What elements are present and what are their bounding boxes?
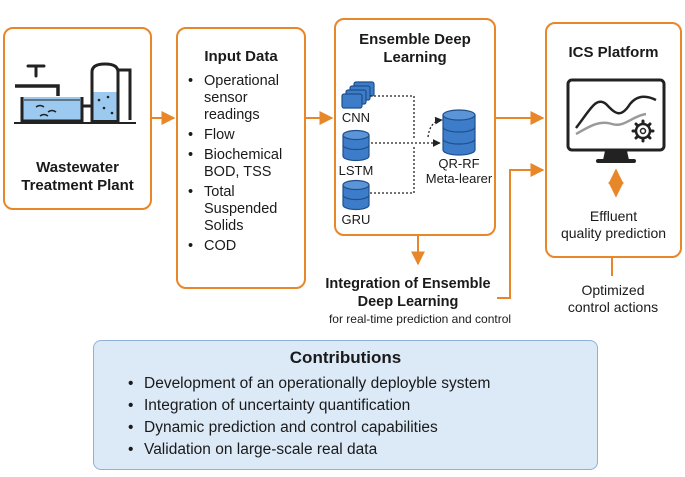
meta-learner-label-line2: Meta-learer	[425, 171, 493, 186]
integration-title: Integration of Ensemble Deep Learning	[318, 275, 498, 311]
wwtp-label-line1: Wastewater	[36, 159, 119, 176]
model-to-meta-connectors	[370, 95, 443, 194]
contributions-title: Contributions	[289, 348, 402, 367]
ensemble-title-line2: Learning	[383, 49, 447, 66]
arrow-integration-to-ics	[497, 163, 545, 299]
integration-subtitle: for real-time prediction and control	[328, 312, 512, 326]
meta-learner-label-line1: QR-RF	[438, 156, 480, 171]
input-data-list: OperationalsensorreadingsFlowBiochemical…	[188, 73, 306, 258]
gru-label: GRU	[341, 212, 371, 227]
treatment-plant-icon	[14, 62, 136, 124]
input-data-item-line: sensor	[204, 90, 248, 106]
integration-title-line2: Deep Learning	[357, 294, 459, 310]
meta-learner-database-icon	[442, 109, 476, 156]
input-data-title: Input Data	[204, 48, 278, 65]
effluent-prediction-line1: Effluent	[589, 208, 638, 224]
gru-database-icon	[342, 179, 370, 211]
contribution-item: Dynamic prediction and control capabilit…	[128, 417, 598, 439]
contribution-item: Development of an operationally deploybl…	[128, 373, 598, 395]
lstm-label: LSTM	[338, 163, 374, 178]
input-data-item: Flow	[188, 127, 306, 144]
control-actions-label: Optimized control actions	[548, 282, 678, 316]
input-data-item-line: Total	[204, 184, 235, 200]
control-actions-line1: Optimized	[581, 282, 645, 298]
input-data-item-line: BOD, TSS	[204, 164, 272, 180]
lstm-database-icon	[342, 129, 370, 162]
input-data-item: COD	[188, 238, 306, 255]
input-data-item-line: Operational	[204, 73, 279, 89]
control-actions-line2: control actions	[567, 299, 659, 315]
integration-title-line1: Integration of Ensemble	[325, 276, 491, 292]
ics-title: ICS Platform	[568, 44, 659, 61]
contributions-list: Development of an operationally deploybl…	[128, 373, 598, 461]
monitor-chart-gear-icon	[566, 78, 666, 163]
meta-learner-label: QR-RF Meta-learer	[419, 156, 499, 186]
input-data-item-line: COD	[204, 238, 237, 254]
input-data-item-line: readings	[204, 107, 260, 123]
cnn-layers-icon	[341, 81, 375, 109]
input-data-item-line: Solids	[204, 218, 244, 234]
cnn-label: CNN	[341, 110, 371, 125]
ensemble-title-line1: Ensemble Deep	[359, 31, 471, 48]
effluent-prediction-label: Effluent quality prediction	[545, 208, 682, 242]
wwtp-label: Wastewater Treatment Plant	[3, 159, 152, 195]
effluent-prediction-line2: quality prediction	[560, 225, 667, 241]
wwtp-label-line2: Treatment Plant	[21, 177, 134, 194]
input-data-item-line: Biochemical	[204, 147, 283, 163]
input-data-item-line: Flow	[204, 127, 235, 143]
contribution-item: Integration of uncertainty quantificatio…	[128, 395, 598, 417]
ensemble-title: Ensemble Deep Learning	[334, 31, 496, 67]
contribution-item: Validation on large-scale real data	[128, 439, 598, 461]
input-data-item-line: Suspended	[204, 201, 278, 217]
